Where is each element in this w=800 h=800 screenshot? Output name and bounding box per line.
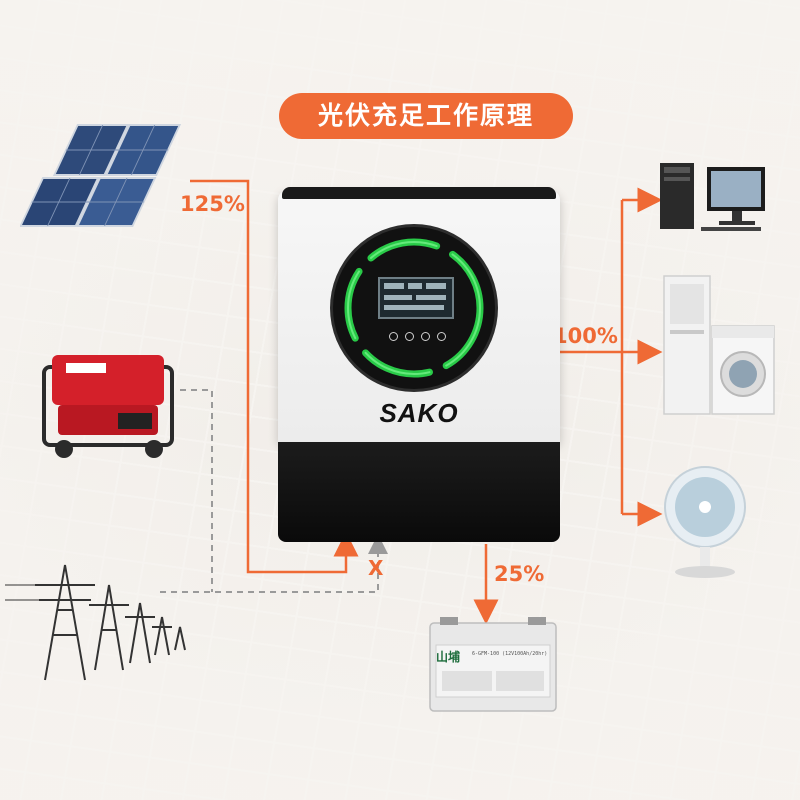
inverter-button-2[interactable] bbox=[405, 332, 414, 341]
lcd-screen bbox=[378, 277, 454, 319]
diagram-title: 光伏充足工作原理 bbox=[279, 93, 573, 139]
battery-unit: 山埔 6-GFM-100 (12V100Ah/20hr) bbox=[428, 615, 558, 713]
solar-panel-icon bbox=[20, 124, 182, 227]
inverter-brand-logo: SAKO bbox=[379, 398, 459, 428]
green-led-ring bbox=[344, 238, 484, 378]
battery-percent-label: 25% bbox=[494, 562, 545, 586]
battery-brand: 山埔 bbox=[436, 650, 461, 664]
load-percent-label: 100% bbox=[553, 324, 618, 348]
power-tower-icon bbox=[5, 564, 186, 681]
electric-fan-icon bbox=[664, 466, 746, 578]
air-conditioner-and-washer-icon bbox=[663, 275, 775, 415]
blocked-grid-mark: X bbox=[368, 556, 384, 580]
inverter-bottom-panel bbox=[278, 442, 560, 542]
solar-percent-label: 125% bbox=[180, 192, 245, 216]
battery-model: 6-GFM-100 (12V100Ah/20hr) bbox=[472, 651, 548, 657]
generator-dashed-line bbox=[180, 389, 213, 592]
inverter-top-cap bbox=[282, 187, 556, 199]
battery-icon bbox=[429, 617, 557, 712]
solar-to-inverter-line bbox=[190, 179, 359, 574]
inverter-button-3[interactable] bbox=[421, 332, 430, 341]
inverter-display-ring bbox=[333, 227, 495, 389]
hybrid-inverter: SAKO bbox=[278, 187, 560, 542]
inverter-button-1[interactable] bbox=[389, 332, 398, 341]
generator-icon bbox=[42, 355, 174, 458]
computer-icon bbox=[660, 163, 765, 231]
inverter-button-4[interactable] bbox=[437, 332, 446, 341]
